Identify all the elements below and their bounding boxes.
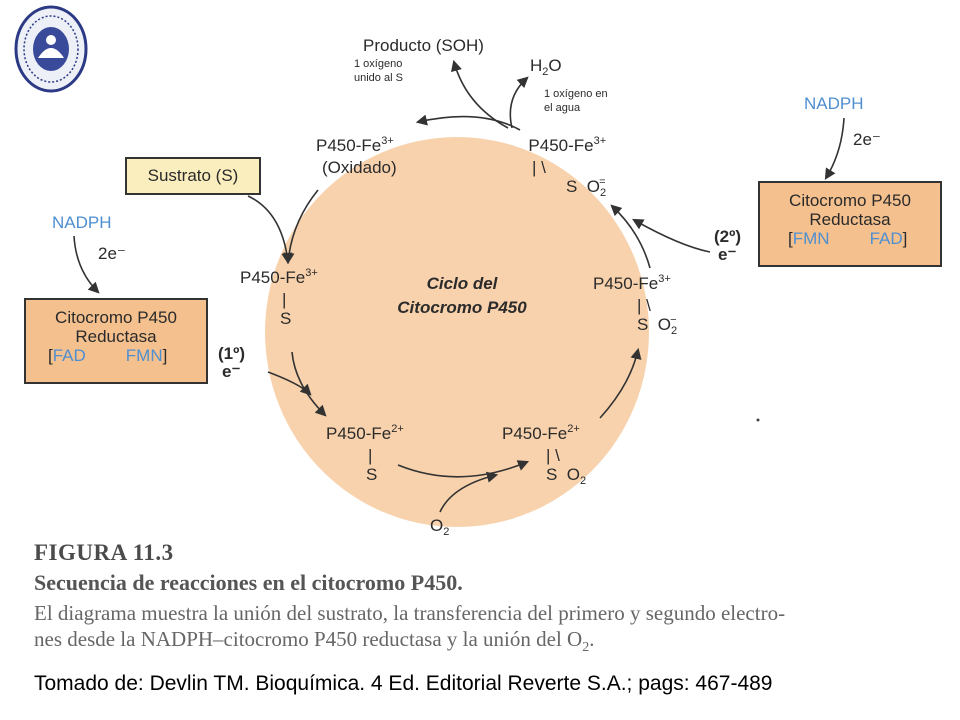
first-electron-label: (1º) e⁻ — [218, 344, 245, 381]
fad-right: FAD — [869, 229, 903, 248]
figure-number: FIGURA 11.3 — [34, 540, 174, 565]
oxygen-bound-substrate-note: 1 oxígeno unido al S — [354, 58, 403, 84]
arrow-first-electron — [267, 371, 312, 396]
nadph-left: NADPH — [52, 213, 112, 232]
species-reduced-substrate: P450-Fe2+ | S — [326, 423, 404, 484]
arrow-to-product — [451, 59, 509, 129]
fad-left: FAD — [52, 346, 86, 365]
species-oxidized: P450-Fe3+ (Oxidado) — [316, 135, 397, 177]
arrow-to-water — [509, 76, 529, 129]
arrow-second-electron — [632, 218, 711, 253]
oxygen-water-note: 1 oxígeno en el agua — [544, 88, 608, 114]
arrow-o2-in — [439, 471, 499, 513]
species-reduced-oxygen: P450-Fe2+ | \ S O2 — [502, 423, 587, 487]
diagram-canvas — [14, 5, 876, 527]
source-credit: Tomado de: Devlin TM. Bioquímica. 4 Ed. … — [34, 672, 773, 695]
nadph-right: NADPH — [804, 94, 864, 113]
arrow-to-superoxide — [599, 347, 642, 419]
second-electron-label: (2º) e⁻ — [714, 227, 741, 264]
oxygen-input: O2 — [430, 516, 450, 538]
species-superoxide: P450-Fe3+ | \ S O2− — [593, 273, 678, 337]
arrow-to-peroxide — [610, 204, 651, 269]
figure-title: Secuencia de reacciones en el citocromo … — [34, 570, 463, 595]
arrow-product-release — [415, 114, 521, 131]
cycle-title: Ciclo del Citocromo P450 — [397, 274, 527, 317]
university-seal-icon — [14, 5, 88, 93]
species-peroxide: P450-Fe3+ | \ S O2= — [528, 135, 607, 199]
substrate-box: Sustrato (S) — [125, 157, 261, 195]
species-substrate-bound: P450-Fe3+ | S — [240, 267, 318, 328]
electrons-left: 2e⁻ — [98, 244, 126, 263]
fmn-left: FMN — [125, 346, 163, 365]
fmn-right: FMN — [792, 229, 830, 248]
water-label: H2O — [530, 56, 562, 78]
cycle-disc — [265, 137, 649, 527]
arrow-substrate-in — [247, 195, 293, 265]
electrons-right: 2e⁻ — [853, 130, 881, 149]
arrow-o2-binding — [397, 460, 530, 478]
product-label: Producto (SOH) — [363, 36, 484, 55]
figure-description: El diagrama muestra la unión del sustrat… — [34, 601, 786, 655]
arrow-nadph-left — [73, 235, 100, 294]
arrow-nadph-right — [824, 117, 845, 180]
